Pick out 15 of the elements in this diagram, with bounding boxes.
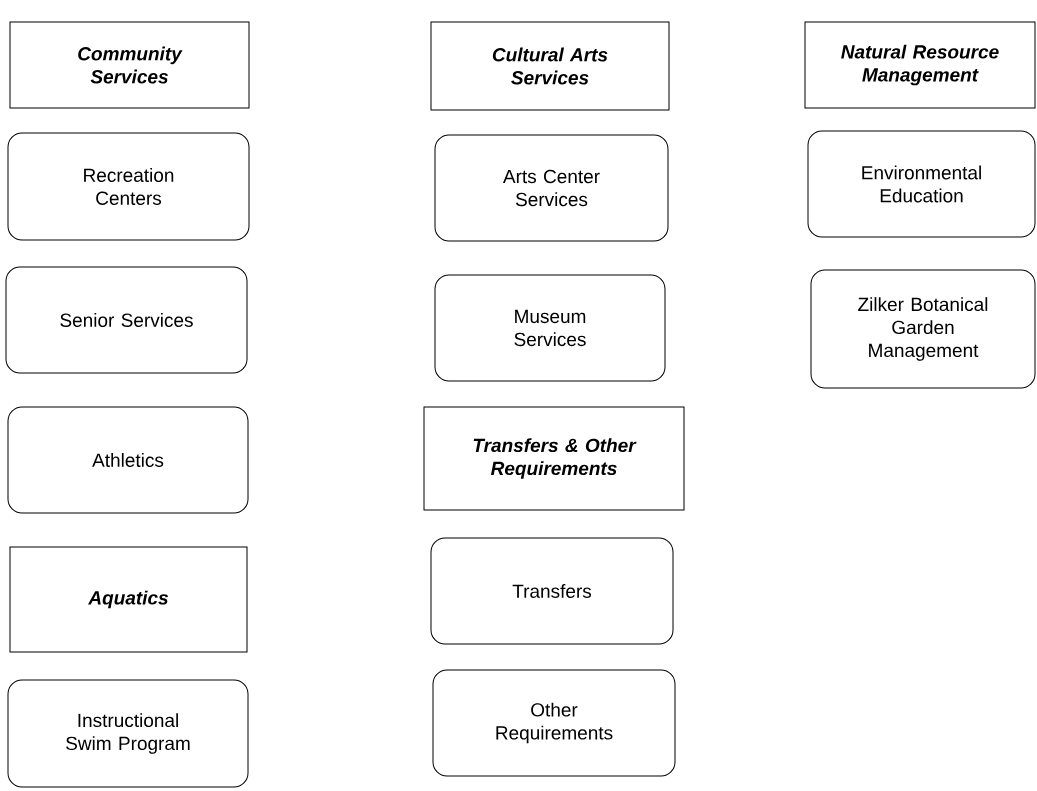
rounded-box: Senior Services <box>5 266 248 374</box>
rounded-box: Athletics <box>7 406 249 514</box>
rounded-box: Recreation Centers <box>7 132 250 241</box>
rounded-box: Arts Center Services <box>434 134 669 242</box>
rounded-box: Environmental Education <box>807 130 1036 238</box>
heading-box: Natural Resource Management <box>804 21 1036 109</box>
rounded-box: Transfers <box>430 537 674 645</box>
rounded-box: Museum Services <box>434 274 666 382</box>
rounded-box: Instructional Swim Program <box>7 679 249 788</box>
heading-box: Transfers & Other Requirements <box>423 406 685 511</box>
rounded-box: Zilker Botanical Garden Management <box>810 269 1036 389</box>
heading-box: Aquatics <box>9 546 248 653</box>
rounded-box: Other Requirements <box>432 669 676 777</box>
heading-box: Community Services <box>9 21 250 109</box>
heading-box: Cultural Arts Services <box>430 21 670 111</box>
